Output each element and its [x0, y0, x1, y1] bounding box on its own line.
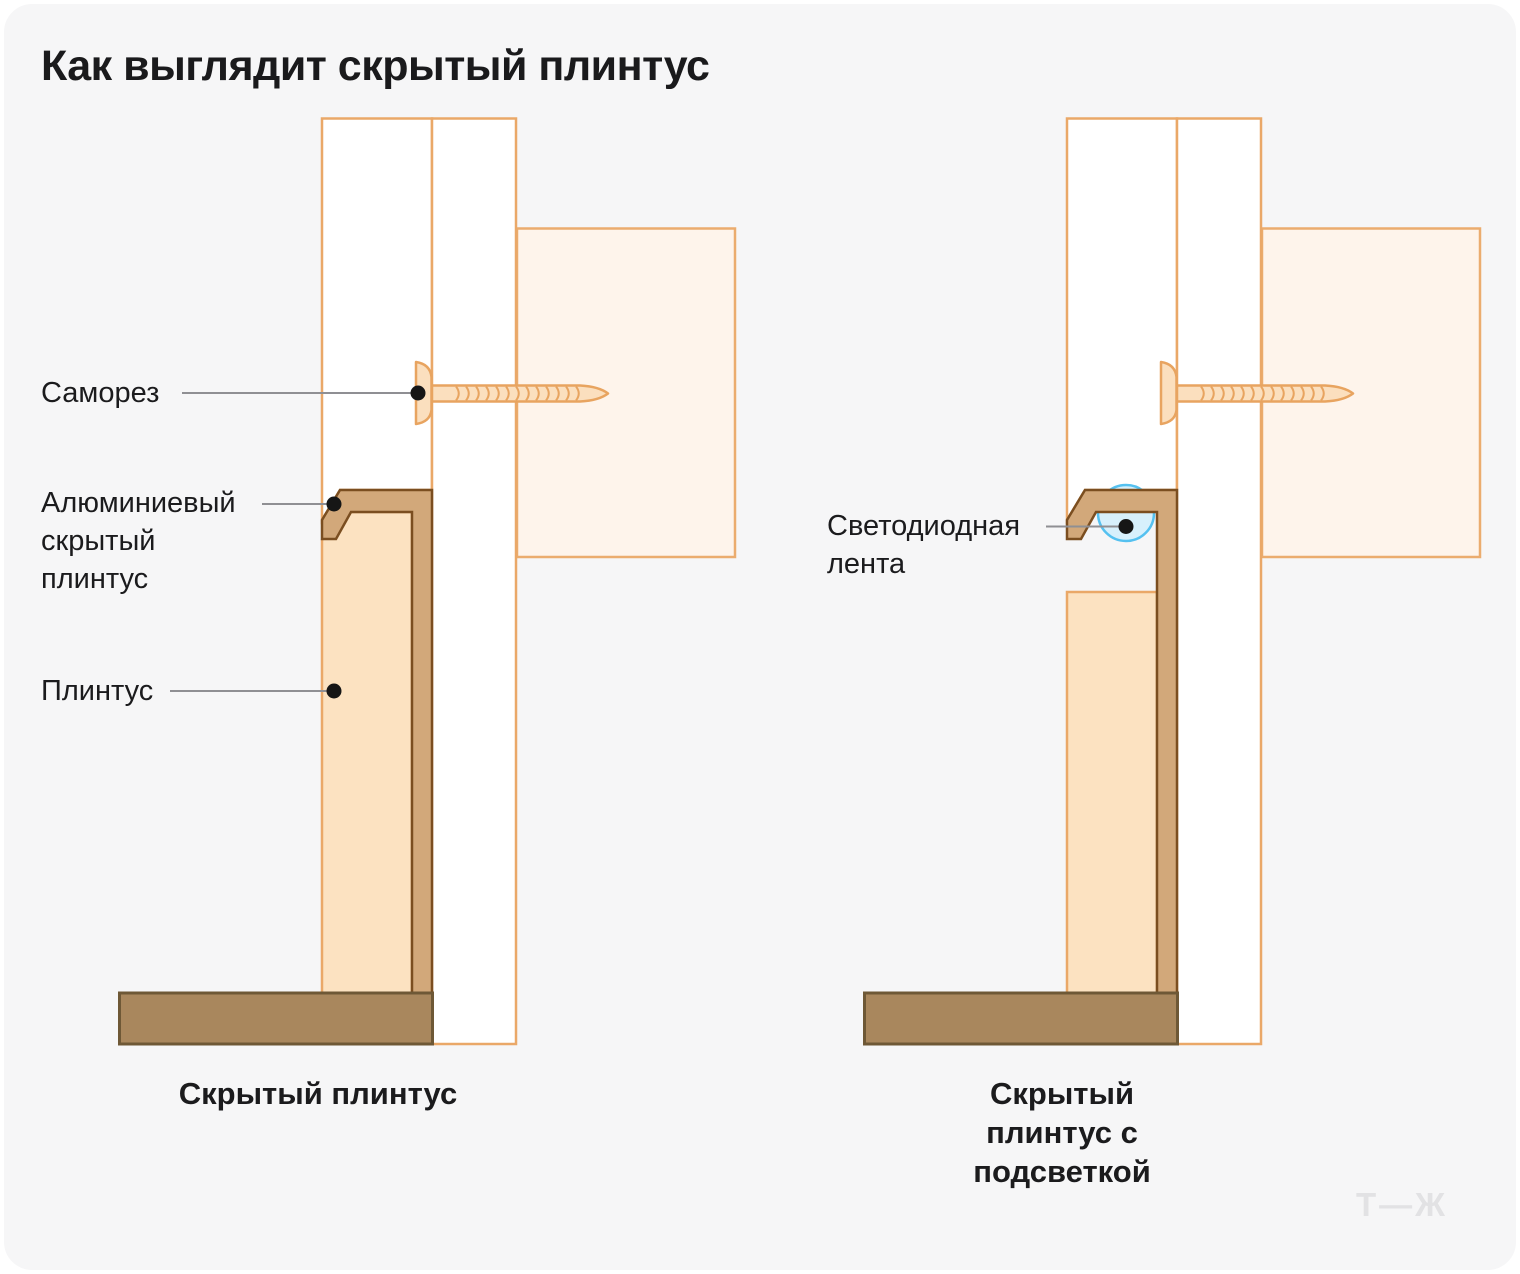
leader-dot-plinth [326, 683, 342, 699]
drywall-layer-2 [1175, 117, 1263, 1046]
floor-slab [118, 991, 434, 1046]
drywall-layer-2 [430, 117, 518, 1046]
diagram-hidden-plinth [118, 117, 737, 1046]
aluminum-profile [1065, 488, 1179, 996]
leader-dot-led-strip [1118, 519, 1134, 534]
caption-hidden-plinth-backlight: Скрытый плинтус с подсветкой [973, 1076, 1151, 1189]
label-plinth: Плинтус [41, 675, 154, 707]
label-aluminum-profile: Алюминиевый скрытый плинтус [41, 487, 236, 595]
floor-slab [863, 991, 1179, 1046]
label-led-strip: Светодиодная лента [827, 510, 1021, 580]
leader-lines [170, 385, 1134, 699]
label-screw: Саморез [41, 377, 160, 409]
diagram-hidden-plinth-backlight [863, 117, 1482, 1046]
leader-dot-aluminum-profile [326, 496, 342, 512]
plinth-board [320, 510, 414, 996]
caption-hidden-plinth: Скрытый плинтус [178, 1076, 458, 1111]
aluminum-profile [320, 488, 434, 996]
tj-logo: Т—Ж [1356, 1186, 1448, 1223]
card-background [4, 4, 1516, 1270]
leader-dot-screw [410, 385, 426, 401]
page-title: Как выглядит скрытый плинтус [41, 42, 710, 90]
drywall-layer-1 [1065, 117, 1179, 525]
screw-shaft [430, 384, 610, 403]
drywall-layer-1 [320, 117, 434, 525]
plinth-board [1065, 590, 1159, 996]
screw-threads [455, 385, 580, 402]
